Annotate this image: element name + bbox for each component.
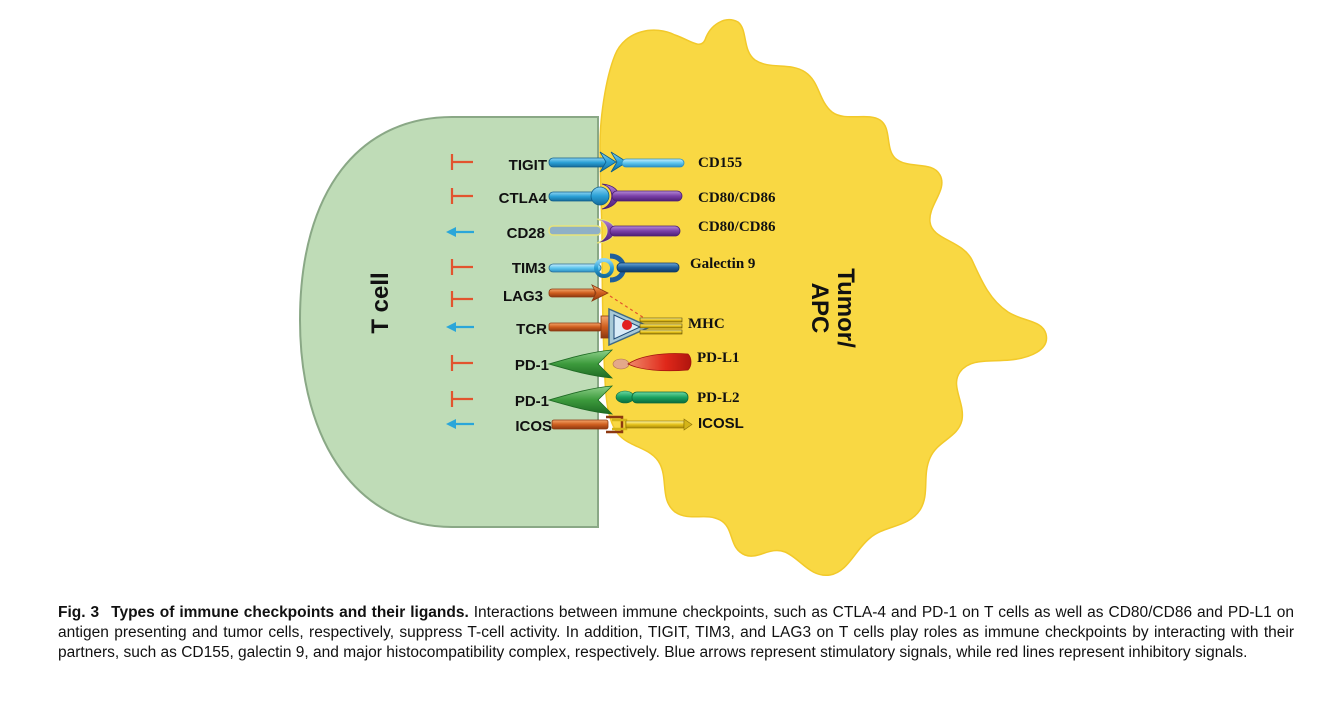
lag3-molecule: [548, 284, 645, 319]
receptor-label-cd28: CD28: [507, 225, 545, 242]
ligand-label-mhc: MHC: [688, 316, 725, 332]
receptor-label-tim3: TIM3: [512, 260, 546, 277]
figure-caption: Fig. 3 Types of immune checkpoints and th…: [58, 603, 1294, 663]
tumor-apc-label-line2: APC: [806, 283, 833, 334]
stimulatory-arrow-icos: [446, 419, 474, 429]
t-cell-label: T cell: [367, 272, 394, 333]
ligand-label-cd155: CD155: [698, 155, 742, 171]
receptor-label-lag3: LAG3: [503, 288, 543, 305]
tumor-apc-label-line1: Tumor/: [832, 268, 859, 348]
ligand-label-galectin9: Galectin 9: [690, 256, 755, 272]
checkpoint-diagram: T cell Tumor/ APC TIGI: [298, 19, 1048, 576]
receptor-label-icos: ICOS: [515, 418, 552, 435]
tumor-apc-cell: [599, 19, 1048, 576]
ligand-labels: CD155 CD80/CD86 CD80/CD86 Galectin 9 MHC…: [688, 155, 776, 432]
ligand-label-cd80-cd86-a: CD80/CD86: [698, 190, 776, 206]
ligand-label-icosl: ICOSL: [698, 415, 744, 432]
figure-title: Types of immune checkpoints and their li…: [111, 604, 469, 621]
pd1-pdl2-pair: [547, 385, 689, 415]
diagram-svg: T cell Tumor/ APC TIGI: [298, 19, 1048, 576]
receptor-label-pd1-b: PD-1: [515, 393, 549, 410]
tim3-galectin9-pair: [548, 253, 680, 283]
inhibitory-marker-tigit: [450, 154, 473, 170]
figure-number: Fig. 3: [58, 604, 100, 621]
inhibitory-marker-tim3: [450, 259, 473, 275]
inhibitory-marker-pd1-b: [450, 391, 473, 407]
ctla4-cd80-pair: [548, 183, 683, 210]
receptor-labels: TIGIT CTLA4 CD28 TIM3 LAG3 TCR PD-1 PD-1…: [499, 157, 552, 435]
stimulatory-arrow-cd28: [446, 227, 474, 237]
stimulatory-arrow-tcr: [446, 322, 474, 332]
tigit-cd155-pair: [548, 151, 685, 173]
pd1-pdl1-pair: [547, 349, 692, 379]
ligand-label-pdl1: PD-L1: [697, 350, 740, 366]
receptor-label-tcr: TCR: [516, 321, 547, 338]
ligand-label-pdl2: PD-L2: [697, 390, 740, 406]
inhibitory-marker-pd1-a: [450, 355, 473, 371]
receptor-label-ctla4: CTLA4: [499, 190, 548, 207]
receptor-label-pd1-a: PD-1: [515, 357, 549, 374]
inhibitory-marker-ctla4: [450, 188, 473, 204]
signal-markers: [446, 154, 474, 429]
icos-icosl-pair: [551, 415, 693, 434]
caption-text: Interactions between immune checkpoints,…: [58, 604, 1294, 661]
ligand-label-cd80-cd86-b: CD80/CD86: [698, 219, 776, 235]
cd28-cd80-pair: [548, 218, 681, 244]
t-cell: [298, 116, 599, 528]
receptor-label-tigit: TIGIT: [509, 157, 547, 174]
tcr-mhc-pair: [548, 307, 683, 347]
inhibitory-marker-lag3: [450, 291, 473, 307]
